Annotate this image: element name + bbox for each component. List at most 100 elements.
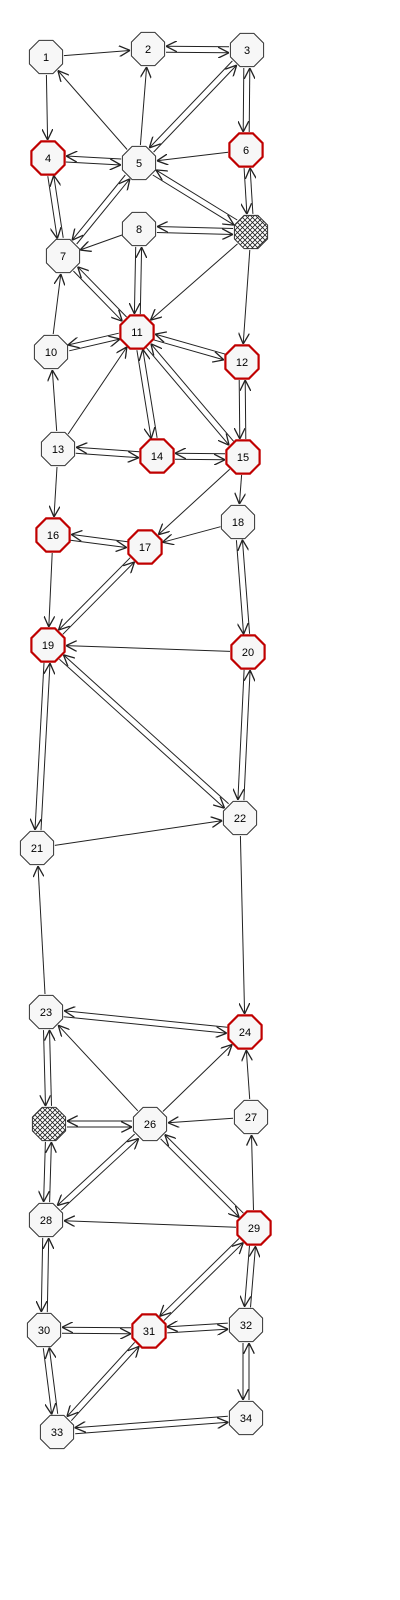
edge-22-to-19 [63,655,229,805]
edge-12-to-15 [239,379,240,439]
edge-10-to-11 [69,339,120,352]
edge-15-to-11 [151,344,234,442]
edge-13-to-16 [54,466,57,517]
edge-5-to-3 [153,65,237,153]
edge-19-to-17 [62,562,135,635]
node-9 [233,214,269,250]
edge-14-to-13 [76,447,140,451]
edge-3-to-5 [149,60,233,148]
edge-26-to-29 [160,1138,240,1218]
node-shape-26 [132,1106,168,1142]
node-shape-32 [228,1307,264,1343]
node-shape-18 [220,504,256,540]
node-label-2: 2 [145,44,151,56]
node-shape-33 [39,1414,75,1450]
node-shape-6 [228,132,264,168]
node-25 [31,1106,67,1142]
node-21: 21 [19,830,55,866]
edge-5-to-7 [72,174,126,240]
edge-12-to-11 [155,334,226,355]
edge-6-to-9 [244,168,247,214]
edge-11-to-14 [136,350,151,439]
node-shape-34 [228,1400,264,1436]
edge-16-to-17 [70,539,127,547]
edge-14-to-11 [143,349,158,438]
edge-17-to-19 [59,557,131,630]
edge-11-to-8 [140,247,141,315]
node-30: 30 [26,1312,62,1348]
edge-5-to-2 [139,67,146,146]
node-shape-31 [131,1313,167,1349]
edge-11-to-15 [146,347,229,446]
node-label-27: 27 [245,1112,257,1124]
edge-5-to-1 [58,71,128,150]
edge-23-to-21 [38,866,46,995]
edge-31-to-32 [167,1329,228,1333]
node-shape-12 [224,344,260,380]
edge-5-to-9 [152,174,234,225]
edge-25-to-23 [50,1030,52,1106]
node-label-13: 13 [52,444,64,456]
edge-24-to-23 [64,1011,228,1028]
node-shape-25 [31,1106,67,1142]
node-31: 31 [131,1313,167,1349]
edge-25-to-28 [44,1141,46,1202]
edge-1-to-2 [63,50,130,55]
node-shape-7 [45,238,81,274]
node-label-21: 21 [31,843,43,855]
node-label-30: 30 [38,1325,50,1337]
edge-29-to-31 [160,1238,240,1317]
edge-7-to-5 [76,179,130,245]
edge-11-to-7 [78,267,127,318]
edge-31-to-33 [67,1341,136,1416]
edge-28-to-26 [60,1138,139,1211]
edge-9-to-8 [157,227,234,229]
node-26: 26 [132,1106,168,1142]
node-shape-9 [233,214,269,250]
node-shape-19 [30,627,66,663]
edge-32-to-29 [251,1246,256,1308]
edge-15-to-12 [245,380,246,440]
edge-20-to-18 [242,540,251,634]
node-label-23: 23 [40,1007,52,1019]
edge-6-to-3 [249,68,250,133]
node-label-26: 26 [144,1119,156,1131]
edge-layer [35,46,256,1435]
edge-30-to-31 [61,1333,131,1334]
edge-15-to-18 [239,474,241,504]
edge-31-to-29 [163,1243,243,1321]
edge-21-to-22 [54,821,222,846]
node-shape-24 [227,1014,263,1050]
edge-10-to-7 [52,274,61,335]
node-label-20: 20 [242,647,254,659]
edge-23-to-25 [44,1030,46,1106]
node-2: 2 [130,31,166,67]
node-22: 22 [222,800,258,836]
node-shape-2 [130,31,166,67]
node-label-22: 22 [234,813,246,825]
edge-1-to-4 [46,74,47,140]
edge-11-to-12 [153,339,224,360]
edge-32-to-31 [167,1323,228,1327]
node-label-15: 15 [237,452,249,464]
node-20: 20 [230,634,266,670]
node-shape-10 [33,334,69,370]
edge-26-to-28 [57,1133,136,1206]
node-3: 3 [229,32,265,68]
node-label-28: 28 [40,1215,52,1227]
node-28: 28 [28,1202,64,1238]
node-shape-21 [19,830,55,866]
node-label-29: 29 [248,1223,260,1235]
node-label-5: 5 [136,158,142,170]
node-11: 11 [119,314,155,350]
node-12: 12 [224,344,260,380]
node-29: 29 [236,1210,272,1246]
node-label-18: 18 [232,517,244,529]
edge-33-to-34 [75,1422,228,1435]
node-1: 1 [28,39,64,75]
edge-19-to-22 [59,658,224,808]
node-label-8: 8 [136,224,142,236]
edge-8-to-9 [156,233,233,235]
node-label-7: 7 [60,251,66,263]
